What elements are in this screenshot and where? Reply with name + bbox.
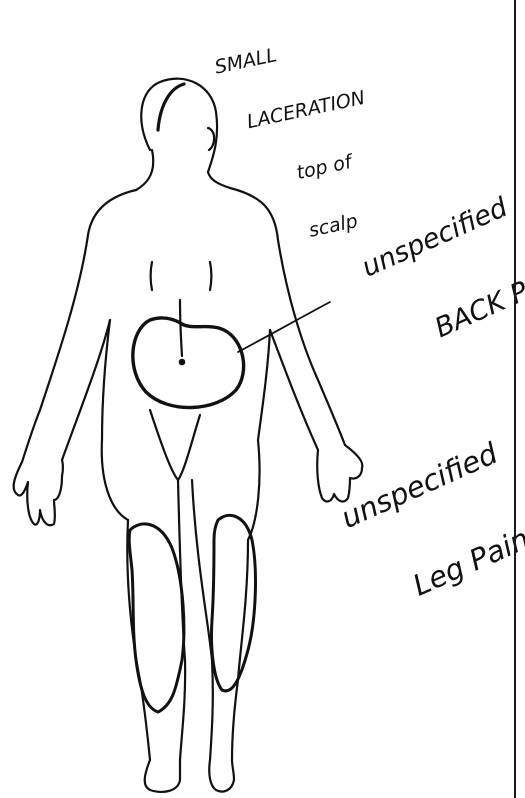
- left-hand: [14, 460, 63, 525]
- back-muscle-right: [210, 262, 212, 290]
- back-pain-circle: [133, 318, 244, 408]
- leg-note-line1: unspecified: [337, 438, 502, 534]
- buttocks-line: [150, 410, 200, 480]
- right-arm-inner: [270, 330, 318, 450]
- scalp-note-line3: top of: [238, 147, 379, 196]
- spine-dot: [180, 360, 184, 364]
- neck-right: [208, 172, 230, 188]
- right-foot: [209, 760, 234, 792]
- scalp-note-line2: LACERATION: [226, 88, 367, 137]
- back-note-line1: unspecified: [358, 181, 525, 282]
- right-leg-outer: [232, 540, 248, 760]
- left-leg-pain-outline: [129, 524, 184, 712]
- page-right-border: [514, 0, 516, 798]
- ear-outline: [208, 128, 214, 150]
- spine-line: [180, 300, 182, 356]
- back-note-line2: BACK PAIN: [393, 259, 525, 360]
- back-pain-pointer-line: [238, 302, 330, 352]
- right-leg-inner: [192, 480, 213, 760]
- left-foot: [145, 760, 180, 792]
- scalp-laceration-mark: [158, 84, 184, 130]
- back-muscle-left: [151, 262, 153, 290]
- hips: [102, 440, 260, 540]
- scalp-note-line1: SMALL: [213, 30, 354, 79]
- leg-note-line2: Leg Pain: [374, 521, 525, 617]
- right-torso: [258, 330, 270, 440]
- left-shoulder: [88, 190, 136, 235]
- left-arm-outer: [22, 235, 88, 462]
- neck-left: [136, 150, 153, 190]
